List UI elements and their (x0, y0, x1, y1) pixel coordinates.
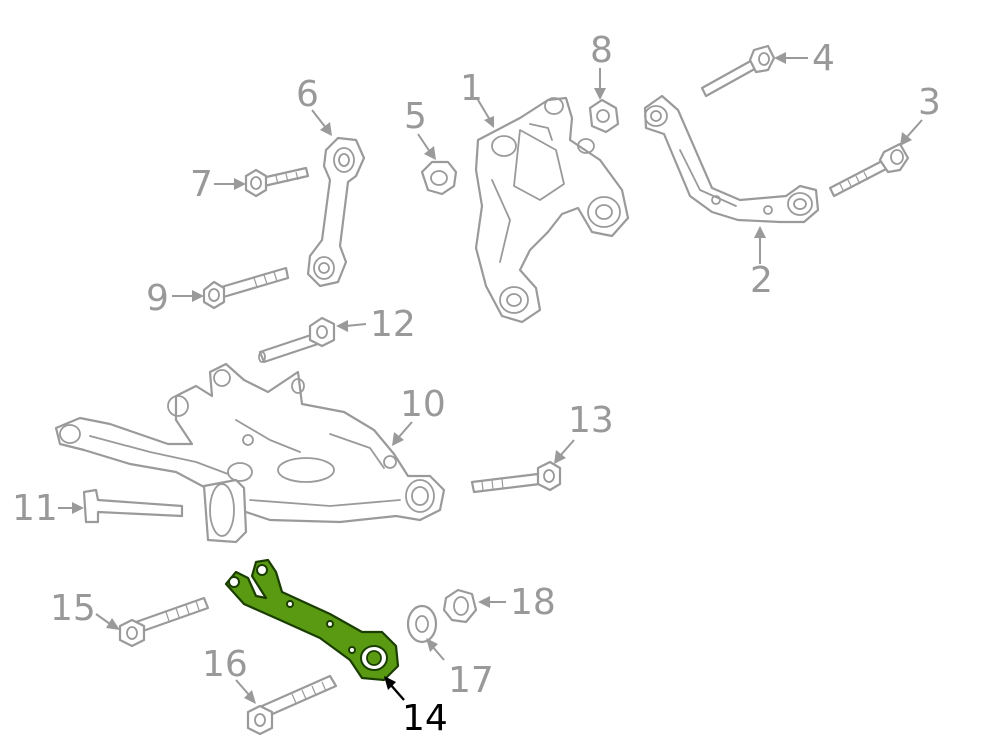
callout-15: 15 (50, 588, 96, 629)
leader-lines (58, 52, 923, 704)
leader-15 (95, 613, 111, 625)
callout-18: 18 (510, 582, 556, 623)
part-18-nut[interactable] (442, 588, 478, 624)
callout-16: 16 (202, 644, 248, 685)
part-14-lower-control-arm[interactable] (224, 558, 400, 682)
part-4-bolt[interactable] (700, 44, 776, 98)
part-10-subframe[interactable] (54, 362, 446, 544)
callout-4: 4 (812, 38, 835, 79)
callout-1: 1 (460, 68, 483, 109)
callout-9: 9 (146, 278, 169, 319)
part-7-bolt[interactable] (244, 166, 310, 198)
leader-3 (905, 119, 923, 139)
leader-1 (477, 99, 491, 121)
part-17-washer[interactable] (406, 604, 438, 644)
part-11-bolt[interactable] (82, 488, 184, 524)
part-5-nut[interactable] (420, 160, 458, 196)
part-8-washer[interactable] (588, 98, 620, 134)
callout-5: 5 (404, 96, 427, 137)
part-15-bolt[interactable] (118, 596, 210, 648)
part-3-bolt[interactable] (828, 142, 910, 198)
callout-10: 10 (400, 384, 446, 425)
callout-labels: 1 2 3 4 5 6 7 8 9 10 11 12 13 15 16 17 1… (12, 30, 941, 739)
callout-11: 11 (12, 488, 58, 529)
part-2-upper-control-arm[interactable] (643, 94, 820, 224)
leader-16 (235, 679, 251, 697)
callout-7: 7 (190, 164, 213, 205)
callout-12: 12 (370, 304, 416, 345)
leader-14 (389, 683, 405, 701)
part-13-bolt[interactable] (470, 460, 562, 494)
callout-8: 8 (590, 30, 613, 71)
leader-6 (311, 109, 327, 129)
callout-13: 13 (568, 400, 614, 441)
leader-13 (559, 439, 575, 457)
part-16-bolt[interactable] (246, 674, 338, 736)
callout-3: 3 (918, 82, 941, 123)
leader-10 (397, 421, 413, 439)
part-1-knuckle[interactable] (474, 96, 630, 324)
part-9-bolt[interactable] (202, 266, 290, 310)
callout-6: 6 (296, 74, 319, 115)
part-6-link[interactable] (306, 136, 366, 288)
leader-5 (417, 133, 431, 153)
leader-17 (431, 645, 445, 661)
callout-14-highlighted: 14 (402, 698, 448, 739)
callout-17: 17 (448, 660, 494, 701)
callout-2: 2 (750, 260, 773, 301)
leader-12 (345, 323, 367, 327)
part-12-bolt[interactable] (258, 316, 336, 364)
